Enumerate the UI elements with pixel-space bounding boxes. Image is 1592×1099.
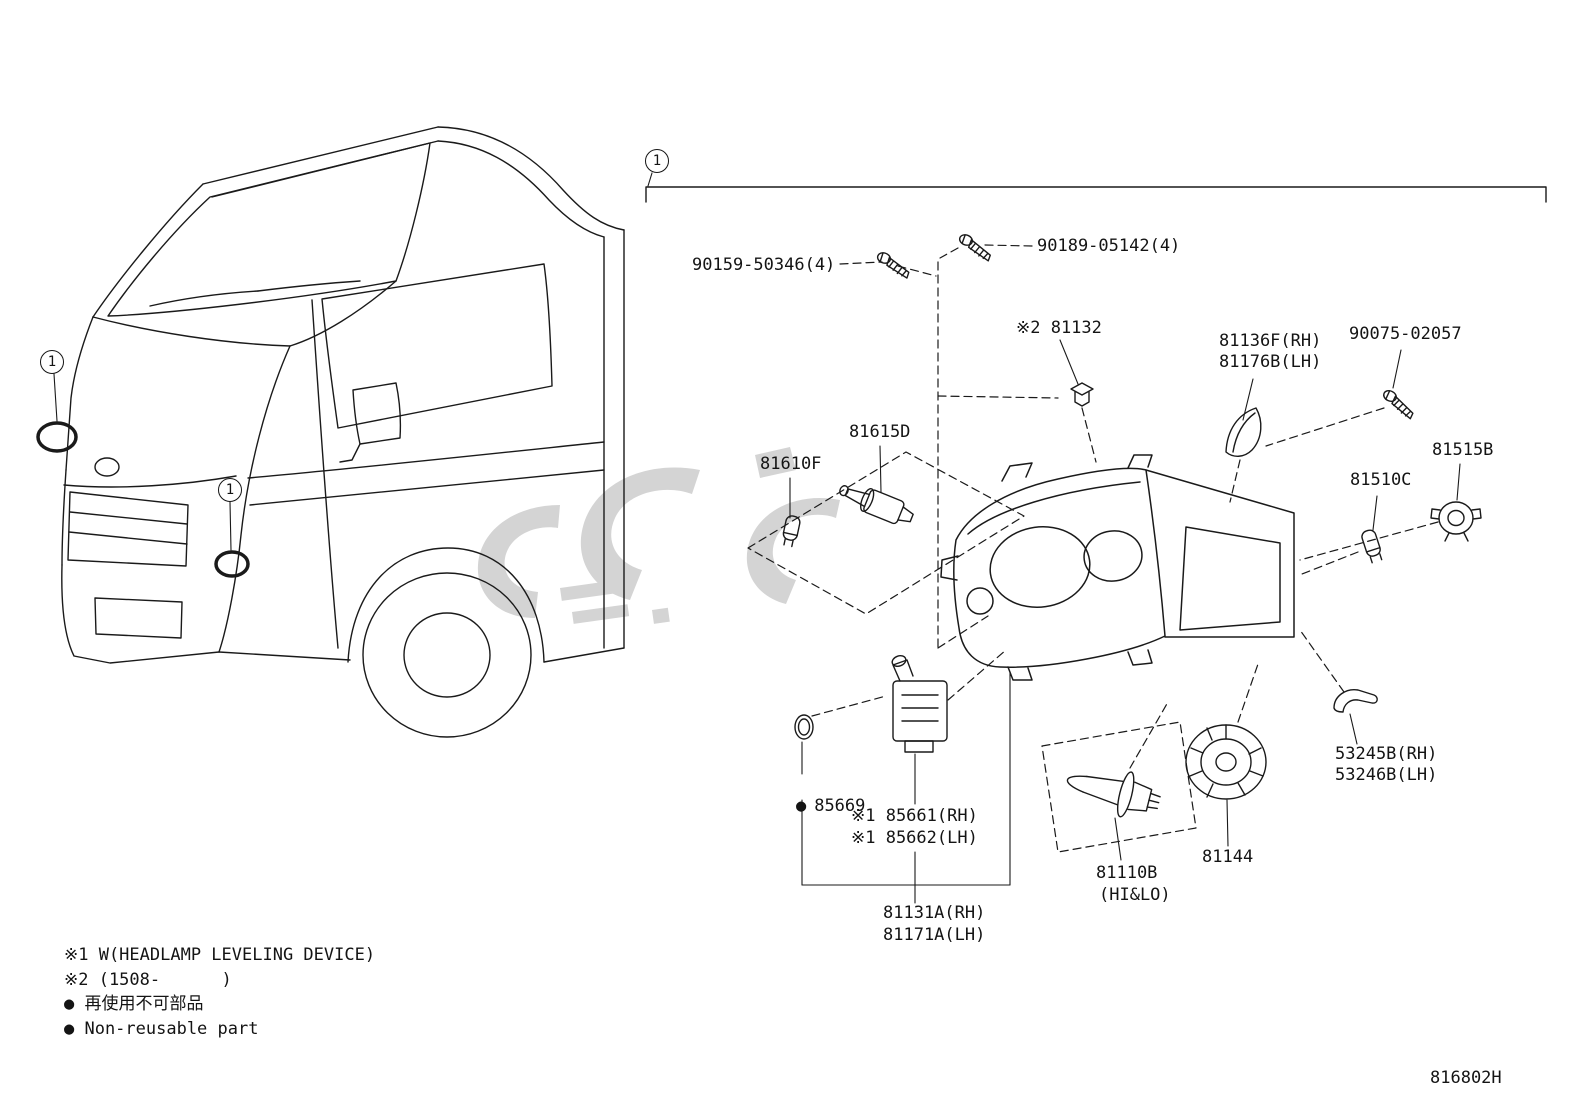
callout-group-1-bracket: 1 bbox=[645, 149, 669, 173]
part-label-81110B: 81110B bbox=[1096, 863, 1158, 883]
part-label-81515B: 81515B bbox=[1432, 440, 1494, 460]
part-label-90159-50346: 90159-50346(4) bbox=[692, 255, 836, 275]
part-label-81131A: 81131A(RH) bbox=[883, 903, 986, 923]
part-label-81144: 81144 bbox=[1202, 847, 1254, 867]
part-label-53245B: 53245B(RH) bbox=[1335, 744, 1438, 764]
headlamp-location-marker-right bbox=[214, 550, 250, 578]
screw-90075-icon bbox=[1378, 388, 1419, 420]
part-label-81110B-note: (HI&LO) bbox=[1099, 885, 1171, 905]
bulb-81510C-art bbox=[1361, 529, 1383, 564]
part-label-90189-05142: 90189-05142(4) bbox=[1037, 236, 1181, 256]
callout-group-1-van-upper: 1 bbox=[40, 350, 64, 374]
footnote-date-range: ※2 (1508- ) bbox=[64, 970, 232, 990]
part-label-90075-02057: 90075-02057 bbox=[1349, 324, 1462, 344]
part-label-53246B: 53246B(LH) bbox=[1335, 765, 1438, 785]
grommet-81132-art bbox=[1070, 382, 1094, 407]
part-label-85662: ※1 85662(LH) bbox=[851, 828, 978, 848]
figure-code: 816802H bbox=[1430, 1068, 1502, 1088]
assembly-dashed-lines bbox=[747, 244, 1439, 853]
oring-85669-art bbox=[794, 714, 814, 740]
screw-90159-icon bbox=[873, 250, 913, 279]
group-bracket bbox=[645, 172, 1547, 203]
clip-53245B-art bbox=[1333, 689, 1378, 713]
screw-90189-icon bbox=[955, 232, 995, 262]
part-label-81171A: 81171A(LH) bbox=[883, 925, 986, 945]
part-label-85669: ● 85669 bbox=[755, 778, 865, 835]
non-reusable-dot-icon: ● bbox=[795, 796, 807, 816]
bulb-81610F-art bbox=[782, 515, 801, 548]
cover-81136F-art bbox=[1225, 407, 1262, 457]
leveling-device-85661-art bbox=[891, 655, 948, 753]
part-label-81136F: 81136F(RH) bbox=[1219, 331, 1322, 351]
part-label-81132: ※2 81132 bbox=[1016, 318, 1102, 338]
footnote-non-reusable-cn: ● 再使用不可部品 bbox=[64, 994, 204, 1014]
part-label-85661: ※1 85661(RH) bbox=[851, 806, 978, 826]
van-line-art bbox=[36, 126, 625, 738]
footnote-leveling-device: ※1 W(HEADLAMP LEVELING DEVICE) bbox=[64, 945, 376, 965]
headlamp-assembly-art bbox=[940, 454, 1295, 681]
footnote-non-reusable-en: ● Non-reusable part bbox=[64, 1019, 259, 1039]
part-label-81510C: 81510C bbox=[1350, 470, 1412, 490]
socket-81515B-art bbox=[1430, 501, 1482, 542]
part-label-81176B: 81176B(LH) bbox=[1219, 352, 1322, 372]
bulb-socket-81615D-art bbox=[839, 485, 914, 525]
headlamp-location-marker-left bbox=[36, 421, 78, 453]
callout-group-1-van-lower: 1 bbox=[218, 478, 242, 502]
part-number-85669: 85669 bbox=[814, 796, 866, 816]
cap-81144-art bbox=[1185, 724, 1267, 800]
bulb-81110B-art bbox=[1066, 771, 1161, 818]
part-label-81615D: 81615D bbox=[849, 422, 911, 442]
part-label-81610F: 81610F bbox=[760, 454, 822, 474]
